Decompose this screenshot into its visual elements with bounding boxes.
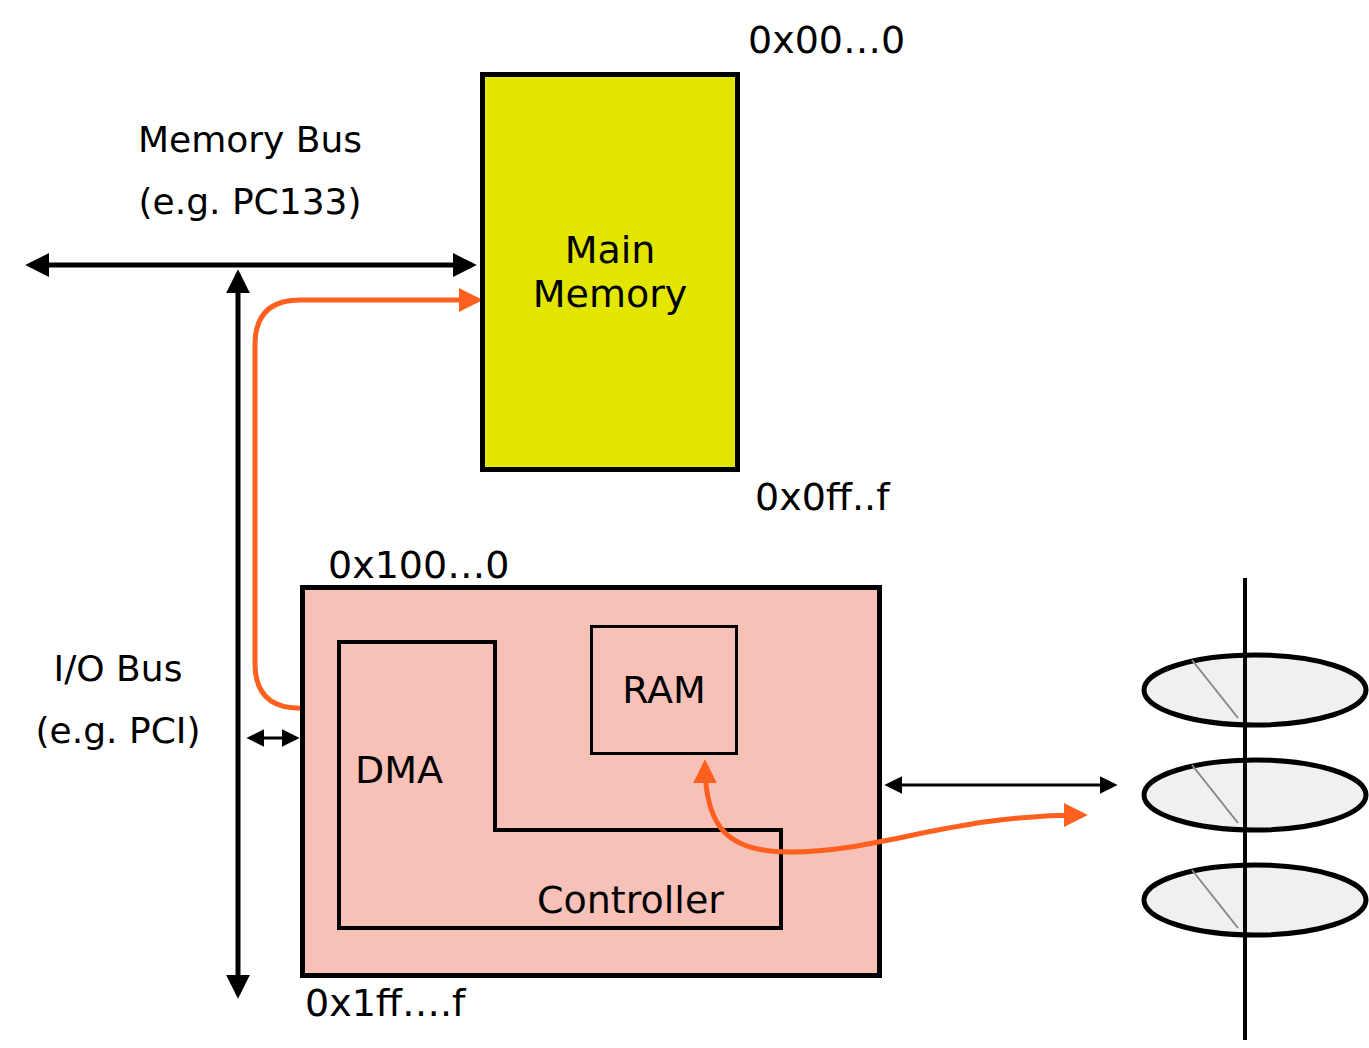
disk-transfer-arrow xyxy=(705,764,1083,852)
disk-cable xyxy=(888,784,1114,787)
spindle xyxy=(1243,578,1247,1040)
block-label: DMA xyxy=(355,748,443,792)
bus-label: Memory Bus (e.g. PC133) xyxy=(110,109,390,233)
address-label: 0x00…0 xyxy=(748,18,905,62)
platter-mark xyxy=(1192,765,1238,823)
bus-connector xyxy=(250,737,296,740)
address-label: 0x1ff….f xyxy=(305,981,465,1025)
platter-mark xyxy=(1192,870,1238,928)
controller-card: 0x100…00x1ff….fDMAControllerRAM xyxy=(300,585,882,978)
platter xyxy=(1144,865,1366,935)
platter-mark xyxy=(1192,660,1238,718)
platter xyxy=(1144,760,1366,830)
disk-platters xyxy=(1144,578,1366,1040)
address-label: 0x100…0 xyxy=(328,543,509,587)
box-label: Main Memory xyxy=(510,228,710,316)
io-bus xyxy=(236,274,241,994)
memory-bus xyxy=(30,263,472,268)
ram-box: RAM xyxy=(590,625,738,755)
block-label: Controller xyxy=(537,878,724,922)
platter xyxy=(1144,655,1366,725)
box-label: RAM xyxy=(622,668,706,712)
memory-box: 0x00…0Main Memory0x0ff..f xyxy=(480,72,740,472)
bus-label: I/O Bus (e.g. PCI) xyxy=(28,638,208,762)
address-label: 0x0ff..f xyxy=(755,475,890,519)
